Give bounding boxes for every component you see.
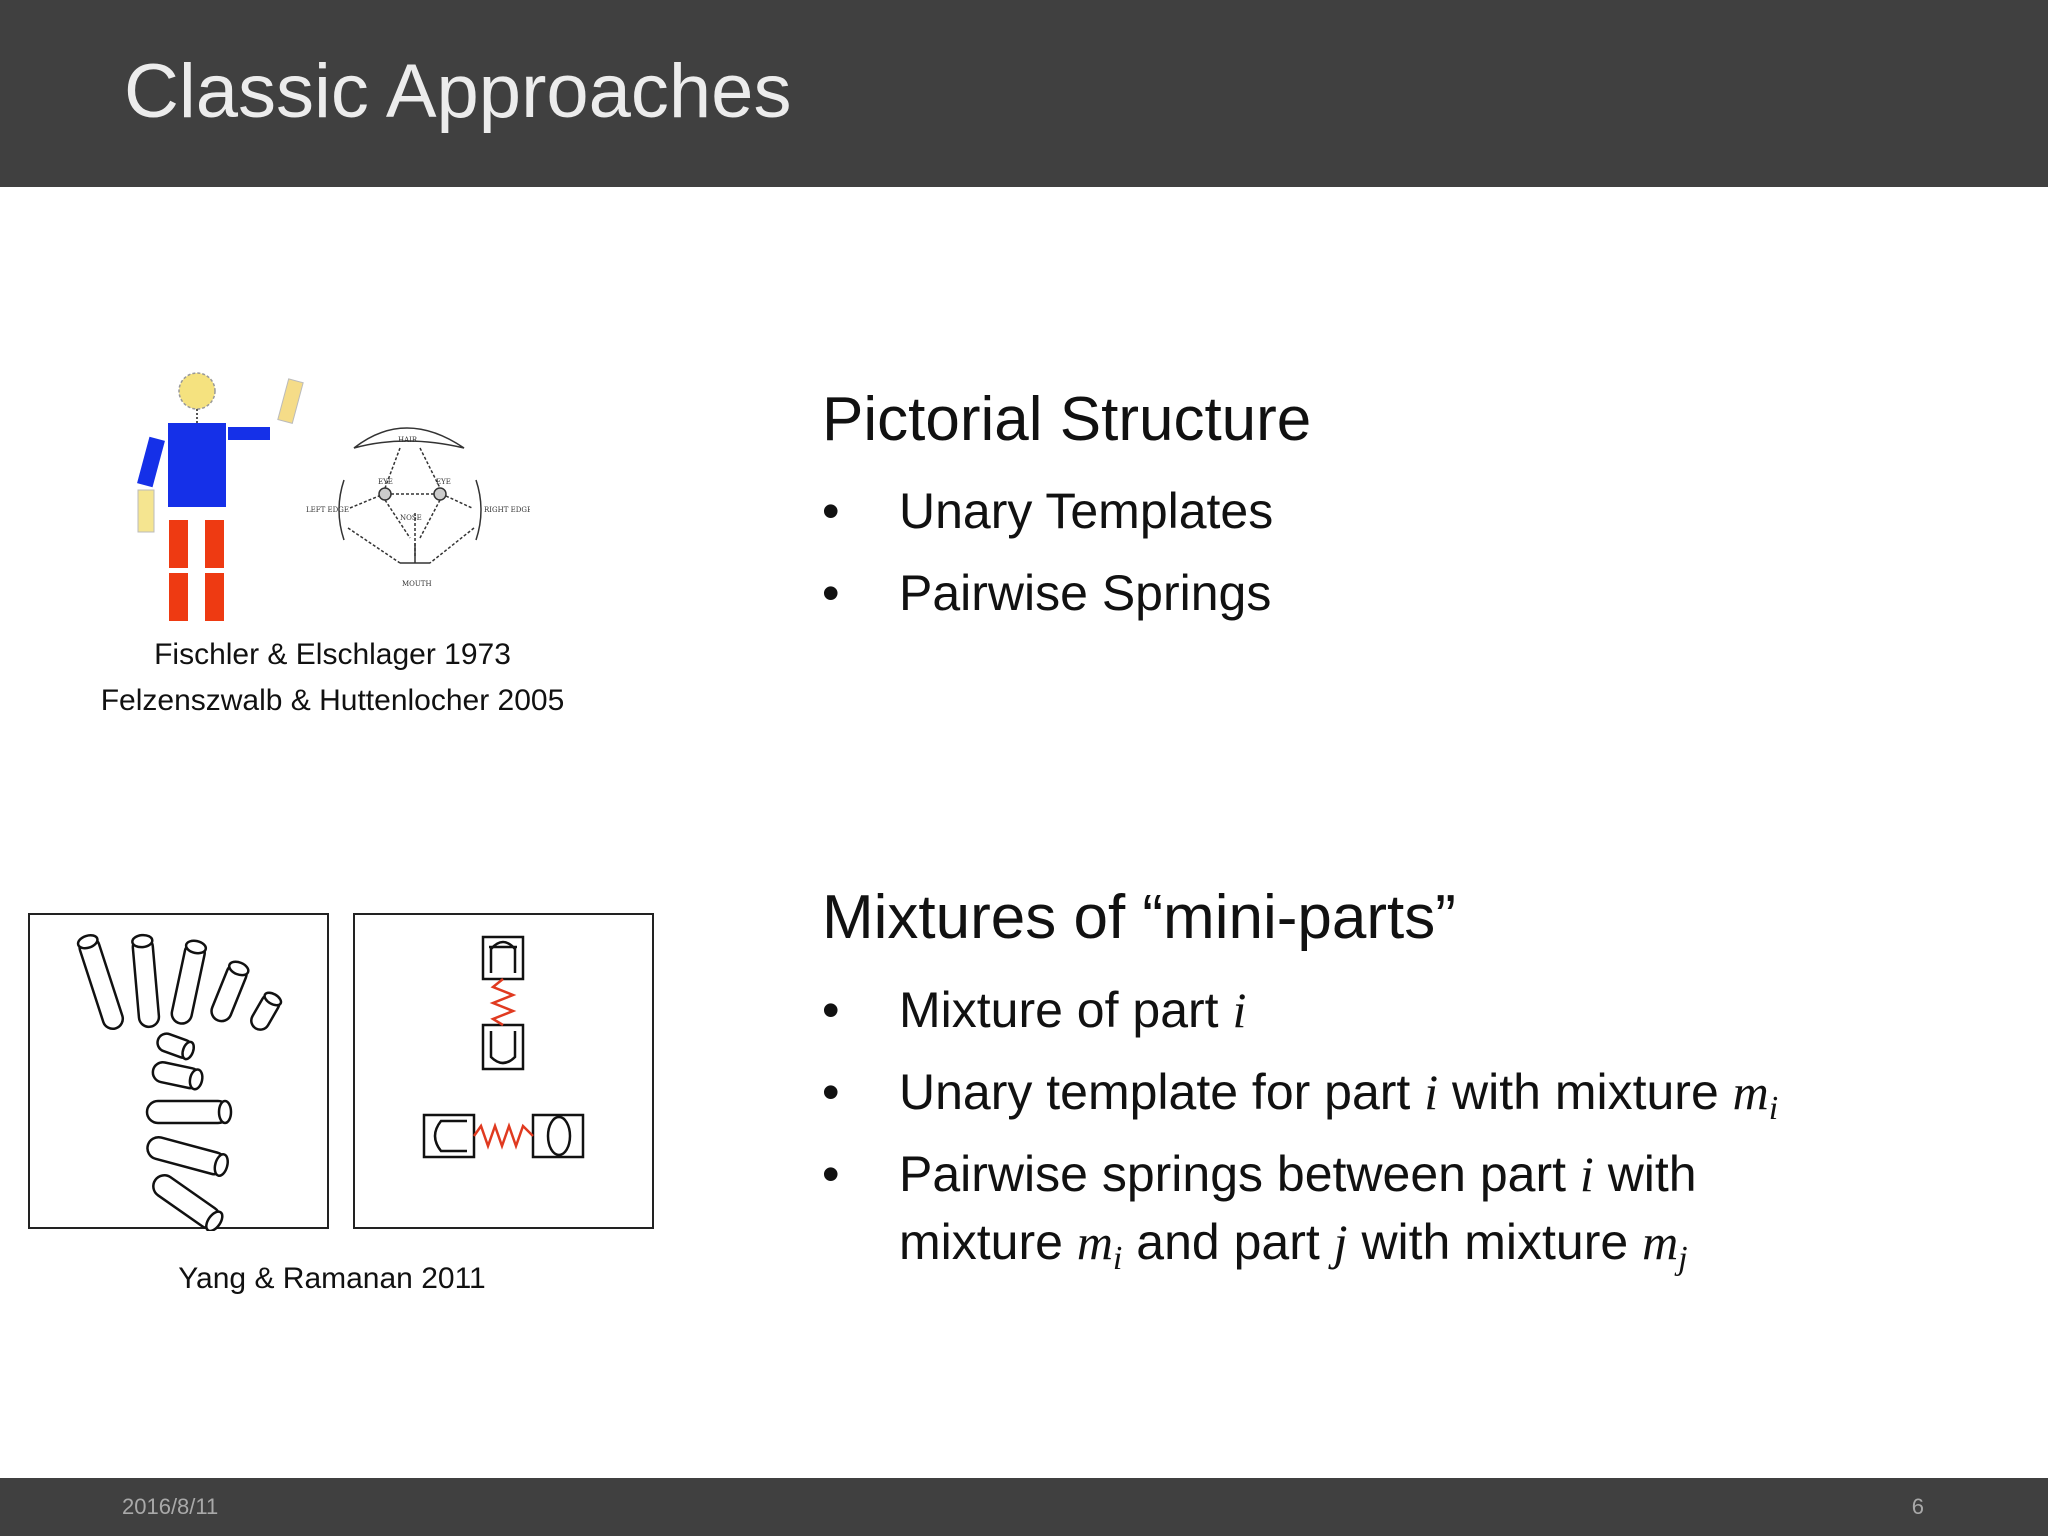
math-sub-i: i (1768, 1090, 1779, 1127)
math-var-m: m (1732, 1064, 1769, 1120)
figure2-caption: Yang & Ramanan 2011 (178, 1262, 486, 1295)
math-var-i: i (1232, 982, 1247, 1038)
footer-bar: 2016/8/11 6 (0, 1478, 2048, 1536)
pictorial-structure-figure: HAIR EYE EYE LEFT EDGE NOSE RIGHT EDGE M… (137, 372, 530, 621)
face-label-eye-right: EYE (436, 478, 451, 486)
hand-cylinders (76, 933, 283, 1231)
footer-date: 2016/8/11 (122, 1494, 219, 1519)
face-label-left-edge: LEFT EDGE (306, 506, 349, 514)
mini-parts-figure (28, 913, 654, 1231)
figure1-caption-1: Fischler & Elschlager 1973 (154, 638, 511, 671)
page-number: 6 (1911, 1494, 1924, 1519)
math-var-j: j (1333, 1214, 1348, 1270)
math-var-i: i (1579, 1146, 1594, 1202)
bullet-marker: • (822, 1064, 840, 1120)
math-var-m: m (1076, 1214, 1113, 1270)
math-var-i: i (1424, 1064, 1439, 1120)
face-label-mouth: MOUTH (402, 580, 432, 588)
figure1-caption-2: Felzenszwalb & Huttenlocher 2005 (100, 684, 565, 717)
face-label-right-edge: RIGHT EDGE (484, 506, 530, 514)
face-label-hair: HAIR (398, 436, 418, 444)
spring-parts (422, 935, 585, 1159)
section1-heading: Pictorial Structure (822, 385, 1312, 454)
face-label-nose: NOSE (400, 514, 422, 522)
slide-title: Classic Approaches (124, 49, 792, 134)
math-sub-j: j (1678, 1240, 1688, 1277)
bullet-marker: • (822, 483, 840, 539)
face-label-eye-left: EYE (378, 478, 393, 486)
face-spring-model (338, 427, 482, 564)
bullet-marker: • (822, 565, 840, 621)
math-sub-i: i (1112, 1240, 1123, 1277)
stick-figure (137, 372, 304, 621)
title-bar: Classic Approaches (0, 0, 2048, 187)
math-var-m: m (1642, 1214, 1679, 1270)
bullet-marker: • (822, 1146, 840, 1202)
bullet-marker: • (822, 982, 840, 1038)
section2-heading: Mixtures of “mini-parts” (822, 883, 1456, 952)
